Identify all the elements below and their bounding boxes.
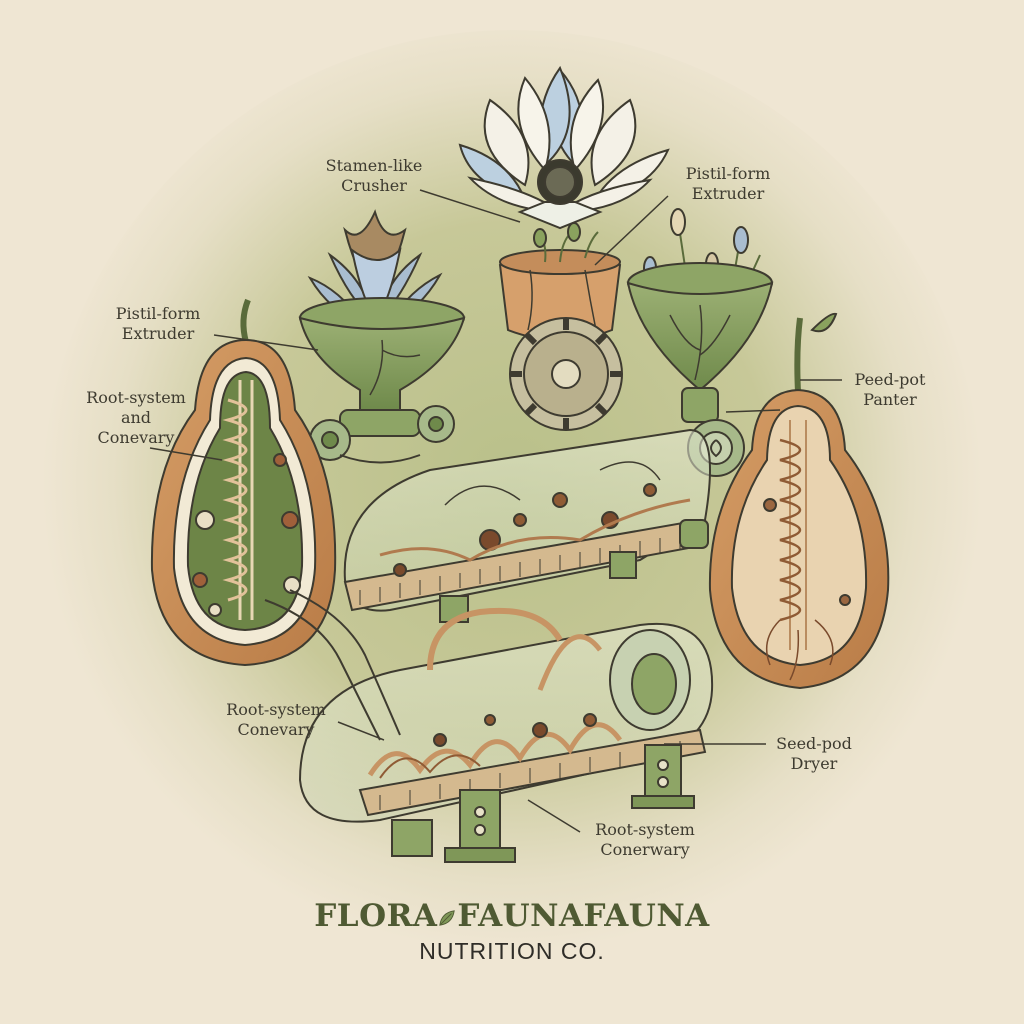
- brand-subtitle: NUTRITION CO.: [419, 938, 605, 964]
- left-gourd: [150, 298, 337, 667]
- label-pistil-extruder-top: Pistil-form Extruder: [685, 164, 771, 203]
- label-stamen-crusher: Stamen-like Crusher: [325, 156, 423, 195]
- right-gourd: [708, 312, 890, 690]
- brand-name-right: FAUNAFAUNA: [457, 898, 710, 934]
- label-root-system-left: Root-system and Conevary: [86, 388, 186, 447]
- label-root-system-mid: Root-system Conevary: [226, 700, 326, 739]
- glass-pipe: [264, 599, 381, 741]
- leaf-icon: [439, 909, 456, 926]
- label-root-system-bottom: Root-system Conerwary: [595, 820, 695, 859]
- label-seed-pod-dryer: Seed-pod Dryer: [776, 734, 852, 773]
- brand-name: FLORA FAUNAFAUNA: [0, 898, 1024, 934]
- gear: [509, 317, 623, 431]
- glass-pipe-inner: [289, 589, 401, 736]
- white-flower: [458, 65, 670, 230]
- brand-logo: FLORA FAUNAFAUNA NUTRITION CO.: [0, 898, 1024, 965]
- label-pistil-extruder-left: Pistil-form Extruder: [115, 304, 201, 343]
- brand-name-left: FLORA: [314, 898, 438, 934]
- lower-conveyor: [298, 607, 714, 863]
- center-pot-gear: [498, 222, 623, 431]
- label-peed-pot: Peed-pot Panter: [854, 370, 926, 409]
- left-funnel: [298, 209, 466, 464]
- leader-lines: [149, 189, 842, 833]
- upper-conveyor: [343, 428, 711, 623]
